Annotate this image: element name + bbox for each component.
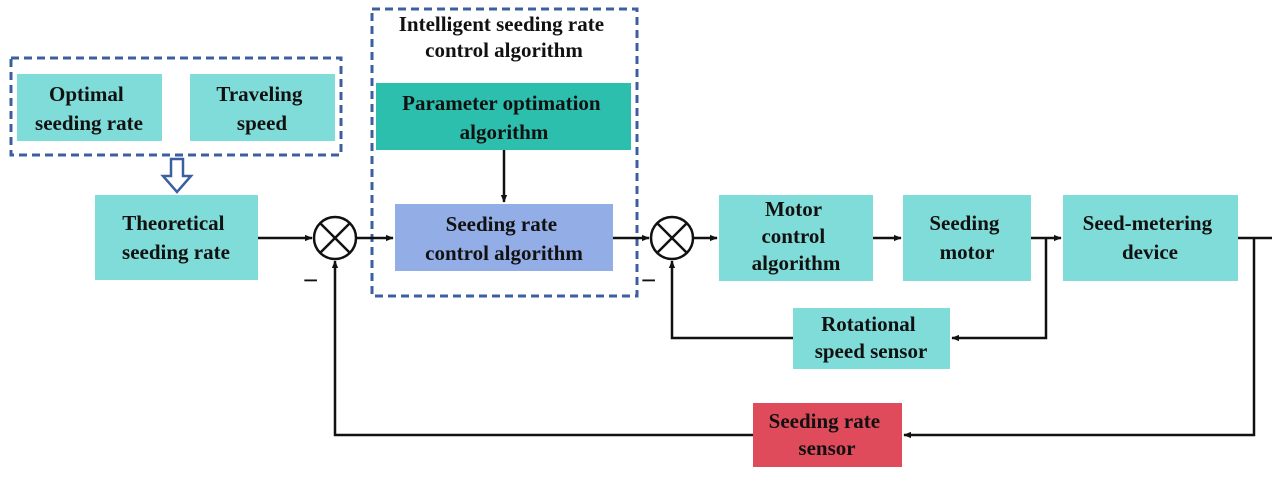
svg-text:Seeding rate sensor: Seeding rate sensor [769,409,886,460]
intelligent-algorithm-title: Intelligent seeding rate control algorit… [399,12,610,62]
optimal-seeding-rate-block: Optimal seeding rate [17,74,162,141]
seeding-rate-sensor-block: Seeding rate sensor [753,403,902,467]
seed-metering-device-block: Seed-metering device [1063,195,1238,281]
svg-text:Theoretical seeding rate: Theoretical seeding rate [122,211,230,264]
arrow-rate-sensor-to-junction1 [331,260,753,437]
seeding-motor-block: Seeding motor [903,195,1031,281]
svg-text:Seeding rate control alg: Seeding rate control algorithm [425,212,583,265]
inputs-dashed-group [9,56,343,157]
theoretical-seeding-rate-block: Theoretical seeding rate [95,195,258,280]
intelligent-algorithm-dashed-group [370,7,639,298]
summing-junction-1 [312,215,358,261]
arrow-output-to-rate-sensor [903,238,1256,439]
motor-control-algorithm-block: Motor control algorithm [719,195,873,281]
minus-sign-2: − [641,265,656,295]
arrow-rotational-sensor-to-junction2 [668,260,793,340]
minus-sign-1: − [303,265,318,295]
svg-text:Parameter optimation alg: Parameter optimation algorithm [402,91,606,144]
svg-text:Traveling speed: Traveling speed [216,82,307,135]
svg-text:Seeding motor: Seeding motor [929,211,1004,264]
parameter-optimization-block: Parameter optimation algorithm [376,83,631,150]
svg-text:Optimal seeding rate: Optimal seeding rate [35,82,143,135]
seeding-rate-control-block: Seeding rate control algorithm [395,204,613,271]
rotational-speed-sensor-block: Rotational speed sensor [793,308,950,369]
summing-junction-2 [649,215,695,261]
arrow-motor-to-rotational-sensor [951,238,1048,342]
svg-text:Rotational speed sensor: Rotational speed sensor [815,312,928,363]
hollow-down-arrow-icon [160,157,194,194]
traveling-speed-block: Traveling speed [190,74,335,141]
svg-text:Motor control algo: Motor control algorithm [752,197,841,275]
svg-text:Seed-metering device: Seed-metering device [1083,211,1218,264]
